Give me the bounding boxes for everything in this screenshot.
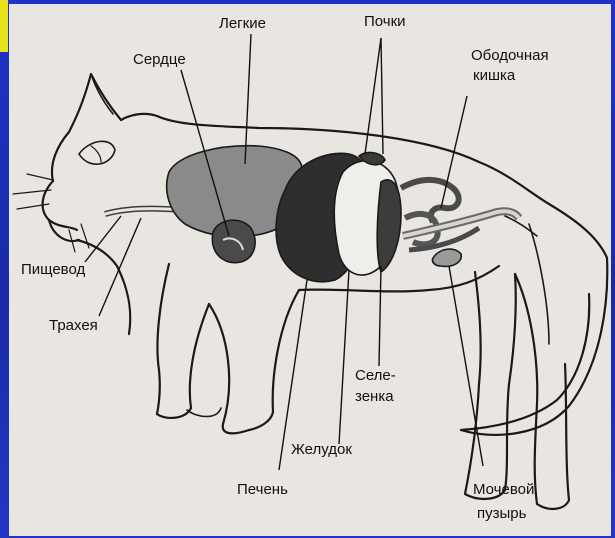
label-colon-1: Ободочная: [471, 47, 549, 64]
label-stomach: Желудок: [291, 441, 352, 458]
accent-bar: [0, 0, 8, 52]
label-trachea: Трахея: [49, 317, 98, 334]
bladder-shape: [432, 249, 461, 266]
spleen-shape: [377, 180, 401, 272]
label-spleen-1: Селе-: [355, 367, 396, 384]
organs: [105, 146, 519, 282]
label-bladder-1: Мочевой: [473, 481, 534, 498]
label-colon-2: кишка: [473, 67, 516, 84]
label-bladder-2: пузырь: [477, 505, 527, 522]
label-liver: Печень: [237, 481, 288, 498]
label-esophagus: Пищевод: [21, 261, 85, 278]
cat-anatomy-diagram: Легкие Почки Сердце Ободочная кишка Пище…: [9, 4, 611, 536]
label-kidneys: Почки: [364, 13, 406, 30]
heart-shape: [212, 220, 255, 263]
label-spleen-2: зенка: [355, 388, 394, 405]
label-heart: Сердце: [133, 51, 186, 68]
label-lungs: Легкие: [219, 15, 266, 32]
